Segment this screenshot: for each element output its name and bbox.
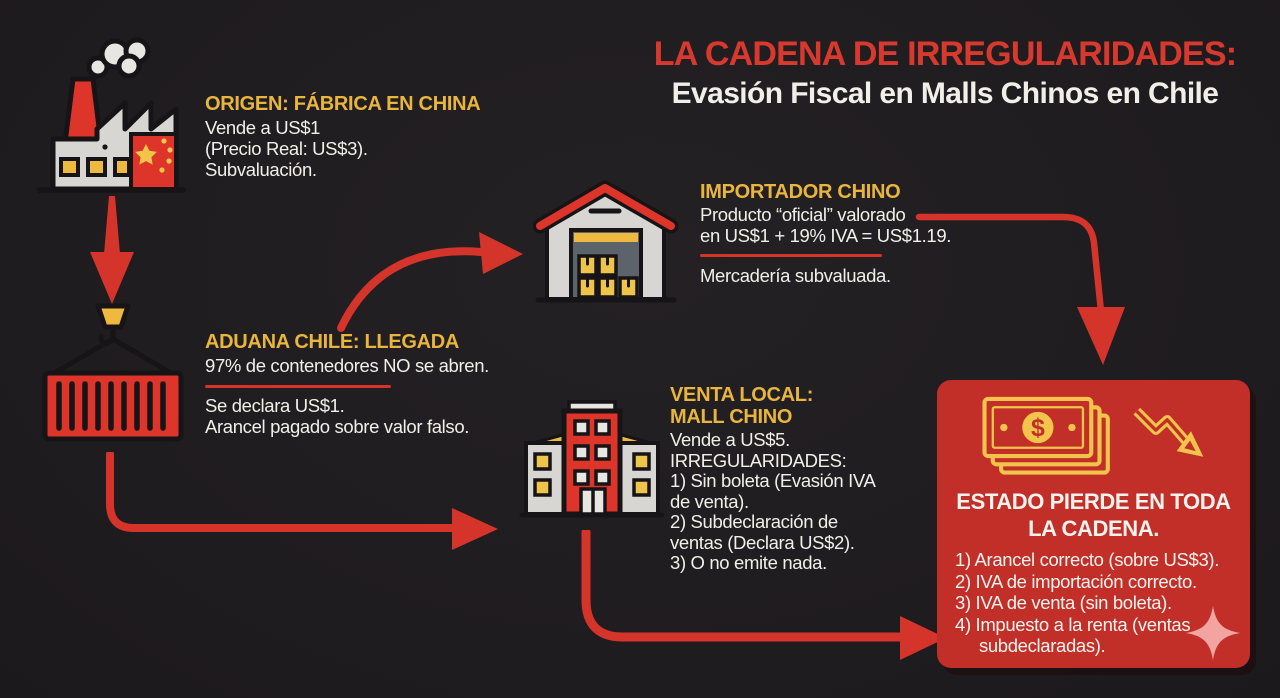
- origen-text: Vende a US$1 (Precio Real: US$3). Subval…: [205, 117, 368, 180]
- sparkle-icon: [1185, 605, 1241, 661]
- dollar-glyph: $: [1030, 415, 1044, 442]
- aduana-text-bottom: Se declara US$1. Arancel pagado sobre va…: [205, 395, 470, 437]
- estado-icons-row: $: [937, 380, 1250, 483]
- curved-arrow: [337, 232, 523, 332]
- container-crane-icon: [42, 303, 184, 442]
- estado-heading: ESTADO PIERDE EN TODA LA CADENA.: [956, 489, 1231, 541]
- warehouse-icon: [533, 180, 679, 303]
- down-arrow: [90, 196, 134, 304]
- estado-pierde-panel: $ ESTADO PIERDE EN TODA LA CADENA. 1) Ar…: [937, 380, 1250, 668]
- importador-divider: [700, 254, 882, 257]
- elbow-arrow-right: [915, 213, 1125, 365]
- venta-text: Vende a US$5. IRREGULARIDADES: 1) Sin bo…: [670, 429, 876, 573]
- page-subtitle: Evasión Fiscal en Malls Chinos en Chile: [671, 77, 1219, 110]
- factory-china-icon: [37, 37, 186, 193]
- mall-building-icon: [519, 400, 665, 518]
- elbow-arrow-bottom-left: [106, 452, 498, 550]
- trend-down-icon: [1132, 407, 1203, 457]
- aduana-heading: ADUANA CHILE: LLEGADA: [205, 331, 460, 353]
- money-bills-icon: $: [981, 396, 1110, 475]
- page-title: LA CADENA DE IRREGULARIDADES:: [653, 35, 1237, 73]
- aduana-divider: [205, 385, 391, 388]
- aduana-text-top: 97% de contenedores NO se abren.: [205, 355, 489, 376]
- elbow-arrow-bottom-right: [581, 530, 946, 660]
- venta-heading: VENTA LOCAL: MALL CHINO: [670, 384, 814, 428]
- importador-text-bottom: Mercadería subvaluada.: [700, 265, 891, 286]
- importador-text-top: Producto “oficial” valorado en US$1 + 19…: [700, 204, 952, 246]
- importador-heading: IMPORTADOR CHINO: [700, 181, 901, 203]
- origen-heading: ORIGEN: FÁBRICA EN CHINA: [205, 93, 481, 115]
- estado-items: 1) Arancel correcto (sobre US$3). 2) IVA…: [955, 549, 1220, 656]
